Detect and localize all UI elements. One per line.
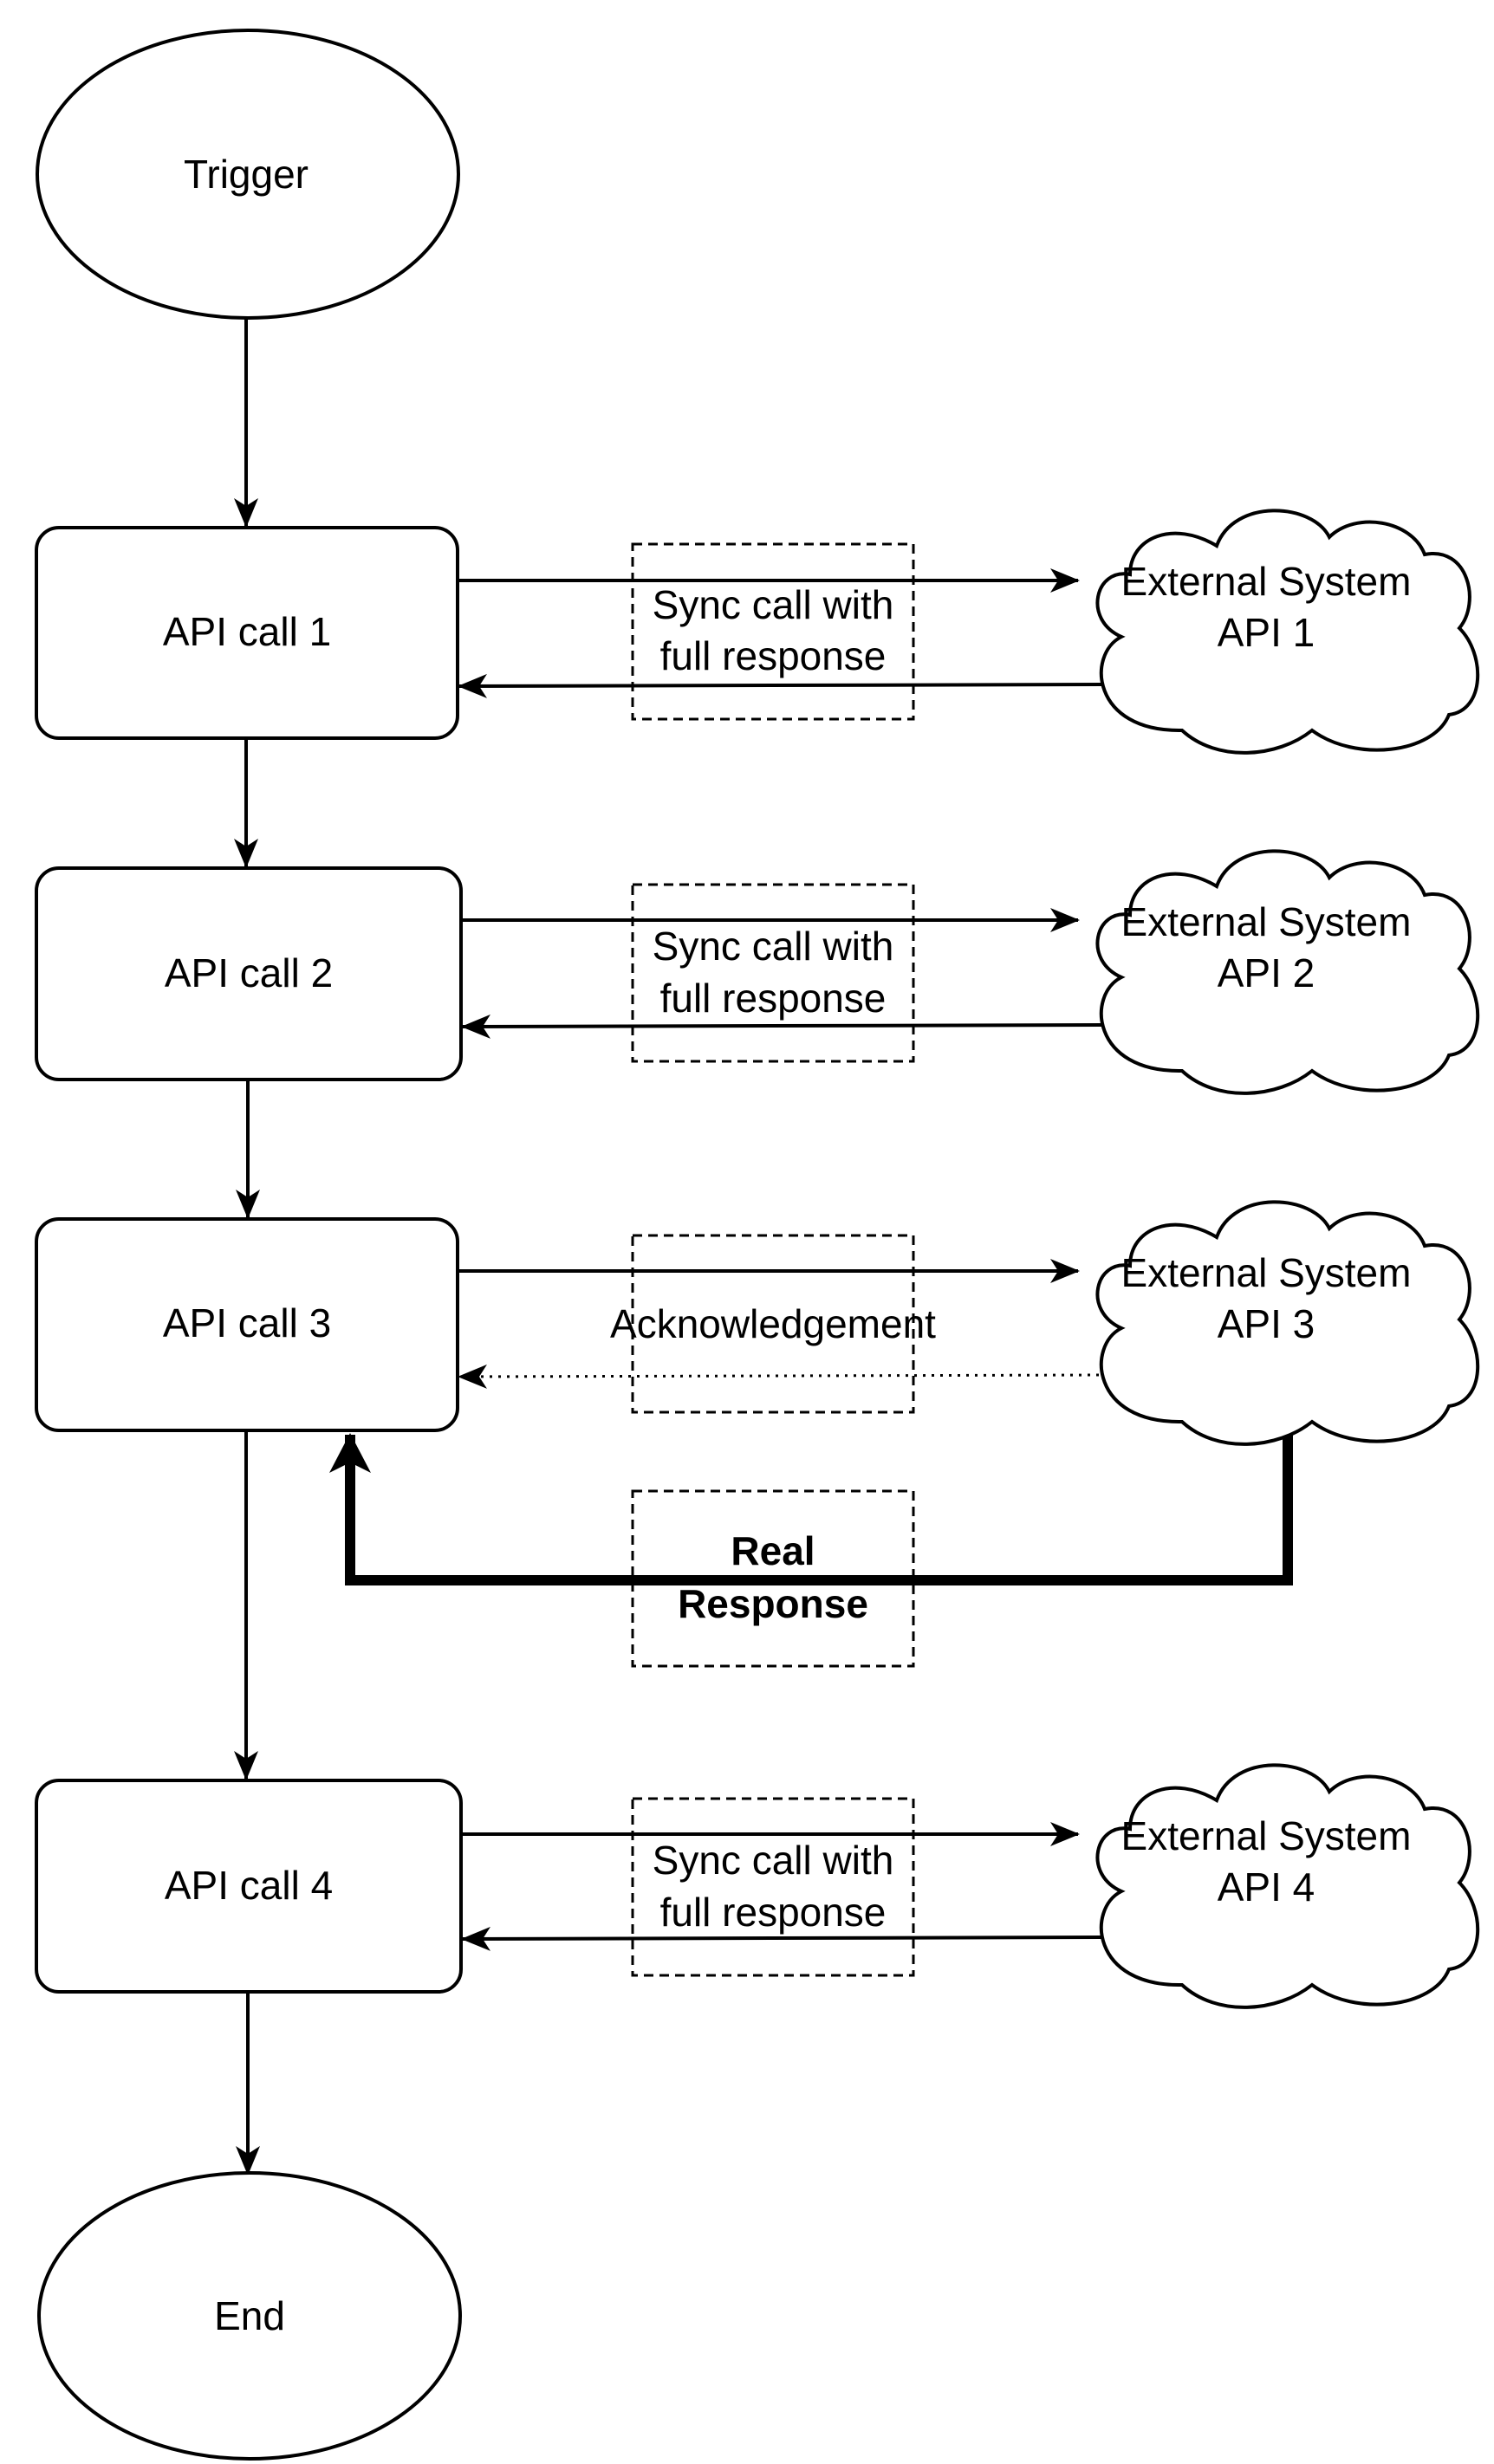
external-system-api-4-cloud: External System API 4 (1095, 1763, 1480, 2009)
external-system-api-4-label-line1: External System (1121, 1813, 1412, 1858)
end-node: End (37, 2171, 462, 2461)
real-response-label-line1: Real (731, 1528, 815, 1573)
api-call-1-label: API call 1 (163, 609, 331, 654)
external-system-api-2-label-line2: API 2 (1218, 950, 1315, 995)
external-system-api-2-label-line1: External System (1121, 899, 1412, 944)
sync-call-label-4-line1: Sync call with (653, 1838, 894, 1883)
api-call-2-box: API call 2 (35, 866, 463, 1081)
api-call-2-label: API call 2 (165, 950, 333, 995)
sync-call-label-2-line2: full response (660, 976, 887, 1021)
real-response-label: Real Response (631, 1489, 915, 1668)
edge-external-2-to-api-call-2 (461, 1014, 1108, 1039)
sync-call-label-4-line2: full response (660, 1890, 887, 1935)
trigger-node: Trigger (36, 29, 460, 320)
api-call-4-box: API call 4 (35, 1779, 463, 1994)
external-system-api-4-label-line2: API 4 (1218, 1864, 1315, 1910)
sync-call-label-1-line1: Sync call with (653, 582, 894, 627)
edge-external-3-real-response-to-api-call-3 (329, 1430, 1293, 1585)
api-call-4-label: API call 4 (165, 1863, 333, 1908)
external-system-api-1-label-line2: API 1 (1218, 610, 1315, 655)
real-response-label-line2: Response (678, 1581, 868, 1626)
sync-call-label-1: Sync call with full response (631, 542, 915, 721)
sync-call-label-2: Sync call with full response (631, 883, 915, 1063)
edge-external-3-ack-to-api-call-3 (458, 1364, 1108, 1389)
external-system-api-3-cloud: External System API 3 (1095, 1200, 1480, 1446)
external-system-api-3-label-line2: API 3 (1218, 1301, 1315, 1346)
api-call-3-box: API call 3 (35, 1217, 459, 1432)
edge-external-1-to-api-call-1 (458, 673, 1108, 698)
external-system-api-2-cloud: External System API 2 (1095, 849, 1480, 1095)
acknowledgement-label-text: Acknowledgement (610, 1301, 936, 1346)
api-call-3-label: API call 3 (163, 1300, 331, 1345)
api-call-1-box: API call 1 (35, 526, 459, 740)
external-system-api-1-label-line1: External System (1121, 559, 1412, 604)
acknowledgement-label: Acknowledgement (610, 1234, 936, 1414)
sync-call-label-4: Sync call with full response (631, 1797, 915, 1977)
end-node-label: End (214, 2293, 285, 2338)
sync-call-label-2-line1: Sync call with (653, 924, 894, 969)
external-system-api-1-cloud: External System API 1 (1095, 509, 1480, 755)
trigger-node-label: Trigger (184, 152, 309, 197)
edge-external-4-to-api-call-4 (461, 1926, 1108, 1951)
sync-call-label-1-line2: full response (660, 633, 887, 678)
external-system-api-3-label-line1: External System (1121, 1250, 1412, 1295)
